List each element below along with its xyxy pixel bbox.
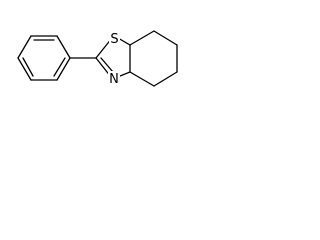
molecule-structure: S N [17,30,178,87]
thiazoline-ring [69,37,131,79]
bond [129,71,155,87]
bond [17,57,32,81]
aromatic-inner-bond [22,57,34,77]
bond [56,57,71,81]
bond [56,35,71,59]
sulfur-label: S [110,32,118,47]
double-bond-inner [100,57,114,73]
bond [153,30,178,46]
nitrogen-label: N [109,72,119,87]
sulfur-atom: S [109,31,120,47]
phenyl-ring [17,35,71,81]
cyclohexane-ring [129,30,178,87]
nitrogen-atom: N [108,71,120,87]
bond [129,30,155,46]
bond [153,71,178,87]
bond [17,35,32,59]
aromatic-inner-bond [53,57,66,77]
